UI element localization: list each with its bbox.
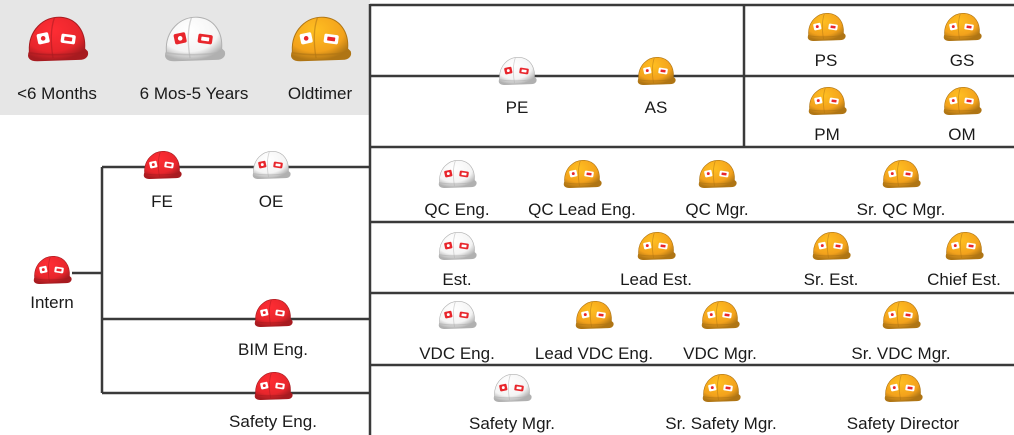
role-label-qc-lead: QC Lead Eng. (528, 200, 636, 219)
helmet-icon (573, 298, 615, 337)
helmet-icon (880, 157, 922, 196)
legend-helmet-icon (161, 12, 227, 71)
role-label-lead-est: Lead Est. (620, 270, 692, 289)
helmet-icon (31, 253, 73, 292)
helmet-icon (805, 10, 847, 49)
role-label-qc-eng: QC Eng. (424, 200, 490, 219)
role-label-gs: GS (949, 51, 975, 70)
role-label-sr-qc-mgr: Sr. QC Mgr. (856, 200, 946, 219)
legend-label: <6 Months (17, 84, 97, 103)
legend-label: 6 Mos-5 Years (139, 84, 249, 103)
helmet-icon (635, 229, 677, 268)
helmet-icon (496, 54, 538, 93)
helmet-icon (252, 296, 294, 335)
role-label-pm: PM (814, 125, 840, 144)
helmet-icon (436, 229, 478, 268)
role-label-vdc-mgr: VDC Mgr. (683, 344, 757, 363)
role-label-vdc-eng: VDC Eng. (419, 344, 495, 363)
role-label-intern: Intern (30, 293, 74, 312)
role-label-om: OM (948, 125, 976, 144)
helmet-icon (635, 54, 677, 93)
helmet-icon (436, 157, 478, 196)
helmet-icon (941, 10, 983, 49)
legend-helmet-icon (287, 12, 353, 71)
role-label-est: Est. (442, 270, 472, 289)
helmet-icon (882, 371, 924, 410)
helmet-icon (696, 157, 738, 196)
role-label-bim: BIM Eng. (238, 340, 308, 359)
helmet-icon (943, 229, 985, 268)
role-label-sr-safety-mgr: Sr. Safety Mgr. (665, 414, 777, 433)
helmet-icon (491, 371, 533, 410)
role-label-as: AS (644, 98, 668, 117)
role-label-ps: PS (814, 51, 838, 70)
helmet-icon (806, 84, 848, 123)
helmet-icon (700, 371, 742, 410)
helmet-icon (880, 298, 922, 337)
role-label-safety-director: Safety Director (846, 414, 960, 433)
helmet-icon (436, 298, 478, 337)
role-label-safety-eng: Safety Eng. (229, 412, 317, 431)
helmet-icon (250, 148, 292, 187)
legend-helmet-icon (24, 12, 90, 71)
role-label-qc-mgr: QC Mgr. (685, 200, 749, 219)
role-label-chief-est: Chief Est. (927, 270, 1001, 289)
role-label-sr-vdc-mgr: Sr. VDC Mgr. (851, 344, 951, 363)
legend-label: Oldtimer (287, 84, 353, 103)
role-label-fe: FE (151, 192, 173, 211)
role-label-lead-vdc: Lead VDC Eng. (534, 344, 654, 363)
helmet-icon (810, 229, 852, 268)
role-label-sr-est: Sr. Est. (803, 270, 859, 289)
helmet-icon (141, 148, 183, 187)
role-label-oe: OE (258, 192, 284, 211)
helmet-icon (561, 157, 603, 196)
role-label-pe: PE (505, 98, 529, 117)
helmet-icon (252, 369, 294, 408)
helmet-icon (941, 84, 983, 123)
role-label-safety-mgr: Safety Mgr. (469, 414, 555, 433)
helmet-icon (699, 298, 741, 337)
